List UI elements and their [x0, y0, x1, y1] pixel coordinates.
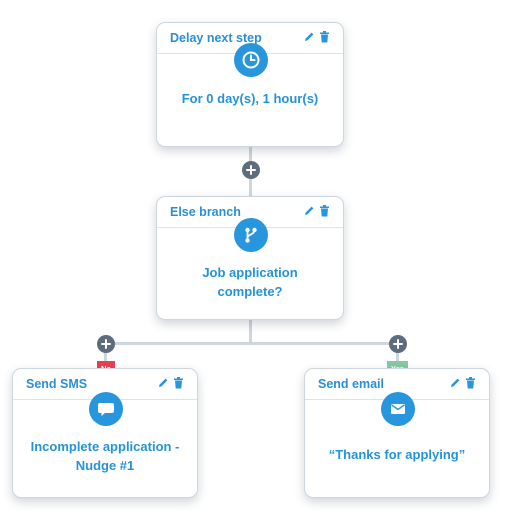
add-step-button[interactable] [242, 161, 260, 179]
email-description: “Thanks for applying” [328, 447, 466, 462]
branch-icon [234, 218, 268, 252]
connector-right-drop [396, 342, 399, 368]
sms-bubble-icon [89, 392, 123, 426]
connector-left-drop [104, 342, 107, 368]
delay-step-card[interactable]: Delay next step For 0 day(s), 1 hour(s) [156, 22, 344, 147]
card-title: Send email [318, 377, 384, 391]
sms-description: Incomplete application - Nudge #1 [13, 437, 197, 475]
connector-horizontal [105, 342, 398, 345]
trash-icon[interactable] [465, 377, 476, 389]
edit-icon[interactable] [303, 205, 315, 217]
edit-icon[interactable] [449, 377, 461, 389]
add-step-yes-branch-button[interactable] [389, 335, 407, 353]
plus-icon [246, 165, 256, 175]
send-email-card[interactable]: Send email “Thanks for applying” [304, 368, 490, 498]
plus-icon [393, 339, 403, 349]
card-title: Delay next step [170, 31, 262, 45]
trash-icon[interactable] [319, 205, 330, 217]
branch-condition: Job application complete? [157, 263, 343, 301]
connector-branch-down [249, 318, 252, 344]
card-title: Else branch [170, 205, 241, 219]
sms-description-line1: Incomplete application - [30, 439, 180, 454]
card-title: Send SMS [26, 377, 88, 391]
delay-description: For 0 day(s), 1 hour(s) [181, 91, 319, 106]
clock-icon [234, 43, 268, 77]
branch-condition-line1: Job application [202, 265, 298, 280]
edit-icon[interactable] [303, 31, 315, 43]
else-branch-card[interactable]: Else branch Job application complete? [156, 196, 344, 320]
plus-icon [101, 339, 111, 349]
trash-icon[interactable] [173, 377, 184, 389]
sms-description-line2: Nudge #1 [75, 458, 135, 473]
envelope-icon [381, 392, 415, 426]
edit-icon[interactable] [157, 377, 169, 389]
branch-condition-line2: complete? [217, 284, 283, 299]
send-sms-card[interactable]: Send SMS Incomplete application - Nudge … [12, 368, 198, 498]
trash-icon[interactable] [319, 31, 330, 43]
add-step-no-branch-button[interactable] [97, 335, 115, 353]
